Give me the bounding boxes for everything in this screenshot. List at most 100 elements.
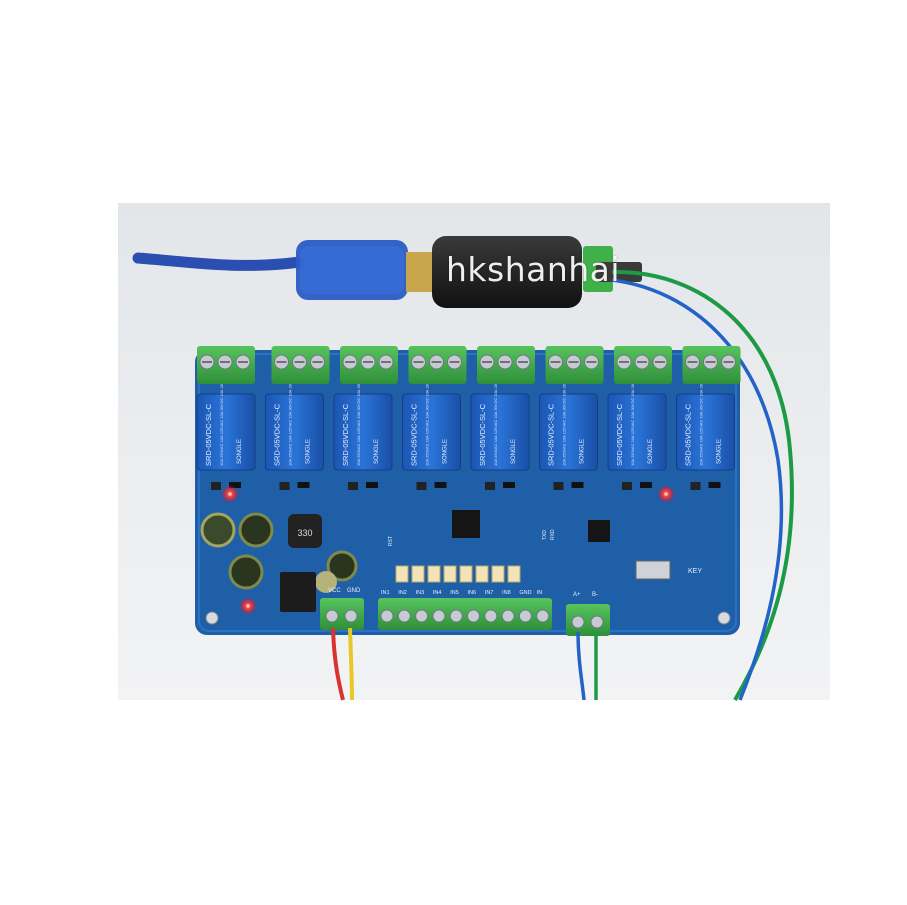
- header-label-txd: TXD: [542, 530, 548, 540]
- relay-model-label: SRD-05VDC-SL-C: [341, 403, 350, 466]
- relay-rating-label: 10A 250VAC 10A 125VAC 10A 30VDC 10A 28VD…: [630, 376, 635, 466]
- input-label: IN2: [398, 590, 407, 596]
- key-button: [635, 560, 671, 580]
- header-label-rxd: RXD: [550, 529, 556, 540]
- voltage-regulator: [280, 572, 316, 612]
- relay-terminal-5: [477, 346, 535, 384]
- inductor-label: 330: [297, 528, 312, 538]
- relay-model-label: SRD-05VDC-SL-C: [547, 403, 556, 466]
- power-label-vcc: VCC: [328, 588, 341, 594]
- optocoupler-6: [475, 565, 489, 583]
- relay-terminal-row: [197, 346, 741, 384]
- relay-rating-label: 10A 250VAC 10A 125VAC 10A 30VDC 10A 28VD…: [425, 376, 430, 466]
- input-label: IN8: [502, 590, 511, 596]
- relay-terminal-6: [545, 346, 604, 384]
- relay-brand-label: SONGLE: [580, 439, 586, 464]
- key-label: KEY: [688, 568, 702, 575]
- relay-driver-transistor: [416, 482, 427, 490]
- input-terminal-screw: [397, 609, 411, 623]
- input-label: IN7: [485, 590, 494, 596]
- led-power: [239, 597, 257, 615]
- relay-terminal-1: [197, 346, 255, 384]
- relay-diode: [297, 482, 310, 488]
- input-terminal-screw: [415, 609, 429, 623]
- relay-driver-transistor: [211, 482, 221, 490]
- input-terminal-screw: [380, 609, 394, 623]
- optocoupler-5: [459, 565, 473, 583]
- input-terminal-screw: [484, 609, 498, 623]
- relay-model-label: SRD-05VDC-SL-C: [273, 403, 282, 466]
- rs485-label-b: B-: [592, 592, 598, 598]
- input-label: IN5: [450, 590, 459, 596]
- relay-model-label: SRD-05VDC-SL-C: [478, 403, 487, 466]
- relay-terminal-7: [614, 346, 672, 384]
- inductor: [288, 514, 322, 548]
- relay-diode: [708, 482, 721, 488]
- header-label-rst: RST: [388, 536, 394, 546]
- relay-model-label: SRD-05VDC-SL-C: [410, 403, 419, 466]
- relay-brand-label: SONGLE: [306, 439, 312, 464]
- capacitors: [200, 512, 358, 593]
- input-optocoupler-row: [395, 565, 521, 583]
- input-terminal-block: [378, 598, 552, 630]
- relay-terminal-4: [408, 346, 467, 384]
- optocoupler-8: [507, 565, 521, 583]
- optocoupler-4: [443, 565, 457, 583]
- input-terminal-screw: [432, 609, 446, 623]
- relay-3: SRD-05VDC-SL-C SONGLE 10A 250VAC 10A 125VA…: [333, 376, 393, 471]
- relay-brand-label: SONGLE: [717, 439, 723, 464]
- input-terminal-screw: [518, 609, 532, 623]
- relay-model-label: SRD-05VDC-SL-C: [684, 403, 693, 466]
- relay-model-label: SRD-05VDC-SL-C: [615, 403, 624, 466]
- relay-diode: [503, 482, 515, 488]
- input-terminal-screw: [467, 609, 480, 623]
- input-label: IN1: [381, 590, 390, 596]
- relay-diode: [366, 482, 378, 488]
- optocoupler-1: [395, 565, 409, 583]
- microcontroller-chip: [452, 510, 480, 538]
- relay-rating-label: 10A 250VAC 10A 125VAC 10A 30VDC 10A 28VD…: [356, 376, 361, 466]
- input-terminal-screw: [536, 609, 550, 623]
- relay-rating-label: 10A 250VAC 10A 125VAC 10A 30VDC 10A 28VD…: [699, 376, 704, 466]
- input-label: IN3: [416, 590, 425, 596]
- relay-driver-transistor: [622, 482, 632, 490]
- relay-diode: [571, 482, 584, 488]
- relay-7: SRD-05VDC-SL-C SONGLE 10A 250VAC 10A 125VA…: [607, 376, 667, 471]
- usb-cable: [132, 252, 306, 271]
- power-label-gnd: GND: [347, 588, 361, 594]
- relay-terminal-8: [682, 346, 741, 384]
- signal-wire-green: [611, 269, 794, 702]
- relay-driver-transistor: [279, 482, 290, 490]
- relay-rating-label: 10A 250VAC 10A 125VAC 10A 30VDC 10A 28VD…: [288, 376, 293, 466]
- relay-brand-label: SONGLE: [237, 439, 243, 464]
- input-label: IN: [537, 590, 543, 596]
- relay-terminal-3: [340, 346, 398, 384]
- optocoupler-3: [427, 565, 441, 583]
- relay-8: SRD-05VDC-SL-C SONGLE 10A 250VAC 10A 125VA…: [676, 376, 735, 471]
- relay-rating-label: 10A 250VAC 10A 125VAC 10A 30VDC 10A 28VD…: [219, 376, 224, 466]
- relay-diode: [640, 482, 652, 488]
- relay-terminal-2: [271, 346, 330, 384]
- input-terminal-screw: [449, 609, 463, 623]
- power-wire-red: [331, 627, 345, 701]
- relay-brand-label: SONGLE: [648, 439, 654, 464]
- watermark: hkshanhai: [446, 250, 621, 289]
- relay-driver-transistor: [553, 482, 564, 490]
- relay-brand-label: SONGLE: [374, 439, 380, 464]
- rs485-transceiver: [588, 520, 610, 542]
- optocoupler-7: [491, 565, 505, 583]
- relay-2: SRD-05VDC-SL-C SONGLE 10A 250VAC 10A 125VA…: [265, 376, 324, 471]
- power-terminal-block: [320, 598, 364, 630]
- relay-driver-transistor: [690, 482, 701, 490]
- relay-brand-label: SONGLE: [511, 439, 517, 464]
- relay-row: SRD-05VDC-SL-C SONGLE 10A 250VAC 10A 125VA…: [196, 376, 735, 490]
- relay-driver-transistor: [485, 482, 495, 490]
- relay-diode: [434, 482, 447, 488]
- input-terminal-screw: [501, 609, 515, 623]
